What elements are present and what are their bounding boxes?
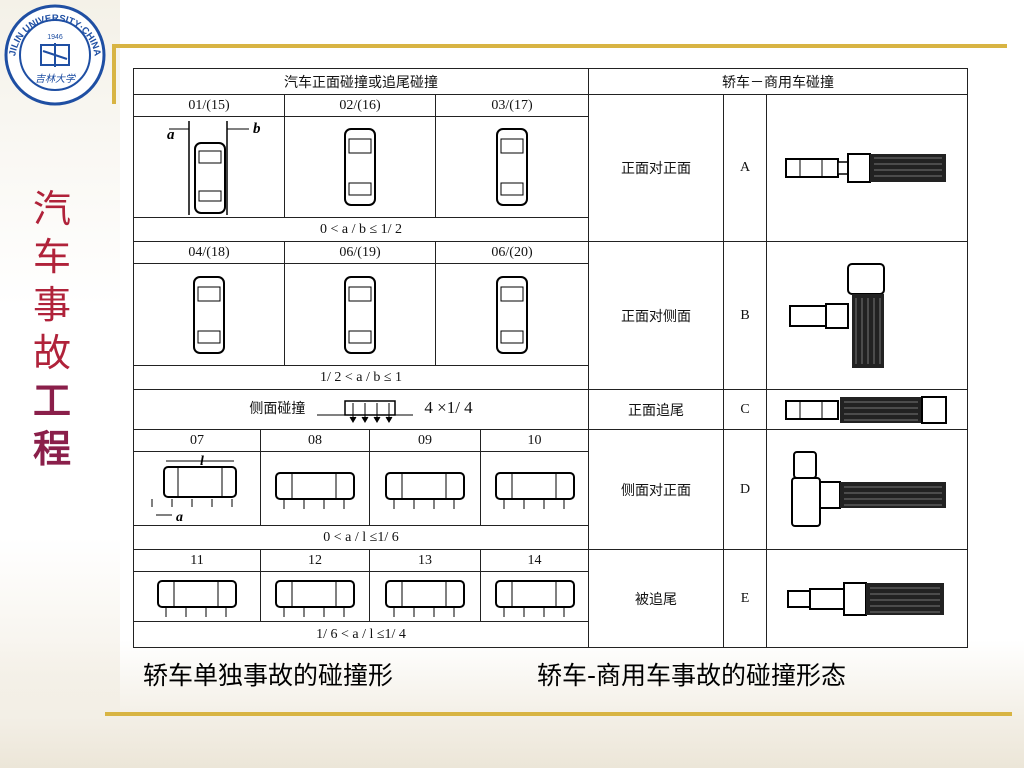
ratio-formula: 0 < a / b ≤ 1/ 2 — [132, 217, 590, 242]
logo-seal-text: 吉林大学 — [35, 73, 76, 85]
collision-table: 汽车正面碰撞或追尾碰撞 轿车－商用车碰撞 01/(15) 02/(16) 03/… — [132, 68, 969, 648]
vertical-title-char: 汽 — [32, 187, 71, 231]
car-diagram-cell — [479, 451, 590, 526]
vertical-title-char: 程 — [32, 426, 71, 471]
ratio-formula: 1/ 6 < a / l ≤1/ 4 — [132, 621, 590, 648]
vertical-title-char: 工 — [32, 378, 71, 423]
commercial-diagram-e — [766, 549, 969, 648]
side-collision-ratio: 4 ×1/ 4 — [424, 397, 473, 417]
collision-table-container: 汽车正面碰撞或追尾碰撞 轿车－商用车碰撞 01/(15) 02/(16) 03/… — [132, 68, 969, 648]
commercial-code: C — [723, 389, 768, 430]
car-diagram-cell — [369, 571, 481, 622]
case-label: 03/(17) — [434, 94, 590, 117]
car-top-view-icon — [344, 275, 376, 354]
car-diagram-cell — [133, 263, 285, 366]
car-diagram-cell: a b — [133, 116, 285, 218]
dim-a-label: a — [167, 127, 175, 143]
case-label: 13 — [369, 549, 481, 572]
case-label: 08 — [260, 429, 370, 452]
car-side-view-icon — [494, 579, 575, 617]
case-label: 06/(20) — [434, 241, 590, 264]
case-label: 14 — [479, 549, 590, 572]
commercial-code: E — [723, 549, 768, 648]
gold-bottom-rule — [105, 712, 1012, 716]
commercial-type: 正面对侧面 — [588, 241, 725, 390]
side-impact-arrows-icon — [316, 399, 413, 423]
commercial-diagram-a — [766, 94, 969, 242]
commercial-code: A — [723, 94, 768, 242]
car-diagram-cell — [479, 571, 590, 622]
right-header: 轿车－商用车碰撞 — [588, 68, 969, 95]
case-label: 04/(18) — [133, 241, 285, 264]
rear-ended-diagram — [787, 581, 945, 616]
vertical-course-title: 汽车事故工程 — [30, 185, 74, 473]
car-diagram-cell — [284, 263, 436, 366]
side-collision-label: 侧面碰撞 — [249, 400, 306, 417]
gold-vertical-rule — [112, 44, 116, 104]
car-side-view-icon — [494, 471, 575, 509]
car-diagram-cell — [133, 571, 261, 622]
commercial-diagram-c — [766, 389, 969, 430]
commercial-type: 被追尾 — [588, 549, 725, 648]
ratio-formula: 0 < a / l ≤1/ 6 — [132, 525, 590, 550]
case-label: 09 — [369, 429, 481, 452]
offset-head-on-diagram: a b — [167, 121, 261, 215]
logo-year: 1946 — [47, 34, 63, 41]
car-diagram-cell — [260, 451, 370, 526]
case-label: 06/(19) — [284, 241, 436, 264]
car-diagram-cell — [369, 451, 481, 526]
front-to-side-diagram — [789, 262, 886, 368]
commercial-diagram-d — [766, 429, 969, 550]
car-diagram-cell — [434, 116, 590, 218]
gold-top-rule — [112, 44, 1007, 48]
case-label: 12 — [260, 549, 370, 572]
car-top-view-icon — [344, 128, 376, 206]
car-side-view-icon — [385, 579, 465, 617]
vertical-title-char: 事 — [32, 283, 71, 327]
car-side-view-icon — [385, 471, 465, 509]
dim-l-label: l — [200, 454, 204, 469]
rear-end-diagram — [785, 395, 948, 424]
car-diagram-cell — [260, 571, 370, 622]
commercial-code: B — [723, 241, 768, 390]
car-side-view-icon — [275, 579, 355, 617]
vertical-title-char: 车 — [32, 235, 71, 279]
case-label: 10 — [479, 429, 590, 452]
side-to-front-diagram — [791, 450, 947, 527]
car-top-view-icon — [193, 275, 225, 354]
car-top-view-icon — [496, 275, 529, 354]
car-top-view-icon — [496, 128, 529, 206]
car-diagram-cell — [284, 116, 436, 218]
caption-right: 轿车-商用车事故的碰撞形态 — [537, 661, 847, 690]
head-on-diagram — [785, 153, 947, 183]
case-label: 02/(16) — [284, 94, 436, 117]
car-diagram-cell: l a — [133, 451, 261, 526]
commercial-type: 正面追尾 — [588, 389, 725, 430]
commercial-code: D — [723, 429, 768, 550]
commercial-diagram-b — [766, 241, 969, 390]
commercial-type: 正面对正面 — [588, 94, 725, 242]
dim-b-label: b — [253, 121, 261, 137]
case-label: 01/(15) — [133, 94, 285, 117]
background-bottom-gradient — [0, 640, 1024, 768]
left-header: 汽车正面碰撞或追尾碰撞 — [132, 68, 590, 95]
car-side-view-icon — [157, 579, 237, 617]
case-label: 07 — [133, 429, 261, 452]
caption-left: 轿车单独事故的碰撞形 — [143, 661, 394, 690]
case-label: 11 — [133, 549, 261, 572]
ratio-formula: 1/ 2 < a / b ≤ 1 — [132, 365, 590, 390]
car-side-view-icon — [275, 471, 355, 509]
vertical-title-char: 故 — [32, 331, 71, 375]
side-impact-diagram: l a — [151, 454, 237, 525]
dim-a-label: a — [176, 510, 183, 525]
jilin-university-logo: JILIN UNIVERSITY·CHINA 1946 吉林大学 — [4, 4, 106, 106]
side-collision-cell: 侧面碰撞 4 ×1/ 4 — [132, 389, 590, 430]
car-diagram-cell — [434, 263, 590, 366]
commercial-type: 侧面对正面 — [588, 429, 725, 550]
